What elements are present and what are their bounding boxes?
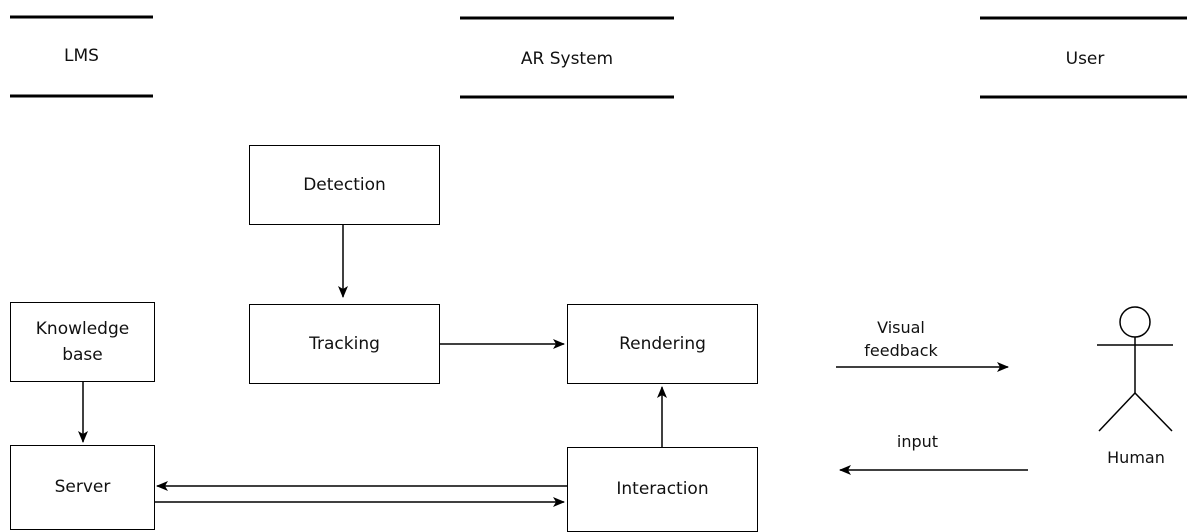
human-actor-icon [1097,306,1173,432]
node-rendering-label: Rendering [619,333,706,354]
node-server-label: Server [54,477,111,498]
node-server[interactable]: Server [10,445,155,530]
node-interaction-label: Interaction [616,479,709,500]
node-tracking[interactable]: Tracking [249,304,440,384]
node-knowledge-base[interactable]: Knowledge base [10,302,155,382]
node-interaction[interactable]: Interaction [567,447,758,532]
lane-label-user: User [1065,49,1105,69]
lane-label-ar-system: AR System [520,49,614,69]
lane-label-lms: LMS [64,46,99,66]
edge-label-input: input [896,432,939,451]
node-knowledge-base-label: Knowledge base [35,318,130,365]
node-detection-label: Detection [303,174,386,195]
node-tracking-label: Tracking [309,333,380,354]
actor-label-human: Human [1107,448,1165,467]
node-detection[interactable]: Detection [249,145,440,225]
node-rendering[interactable]: Rendering [567,304,758,384]
edge-label-visual-feedback: Visual feedback [864,318,938,361]
